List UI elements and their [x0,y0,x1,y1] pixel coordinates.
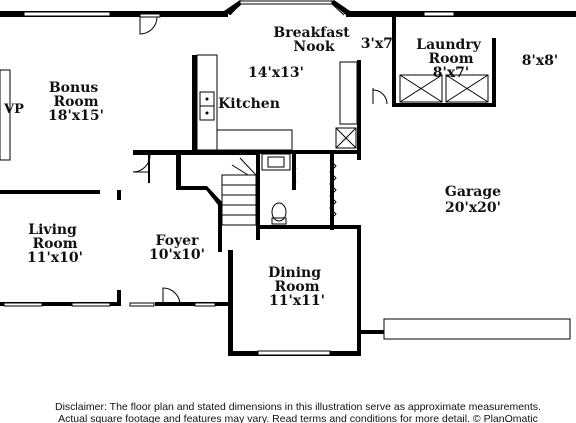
laundry-room-dims: 8'x7' [433,65,469,81]
dining-room-line-1: Dining [268,265,321,281]
dining-room-name: Dining Room [268,265,326,295]
wall-stair-angle [203,186,222,205]
wall-garage-left [357,225,361,355]
living-room-name: Living Room [28,222,81,252]
storage-3x7-dims: 3'x7' [361,36,397,52]
wall-top-left [0,11,228,17]
disclaimer: Disclaimer: The floor plan and stated di… [55,401,541,423]
living-room-line-1: Living [28,222,77,238]
laundry-room-line-2: Room [428,51,473,67]
laundry-room-line-1: Laundry [416,37,481,53]
wall-nook-right [357,60,361,160]
wall-bay-right [330,0,350,15]
garage-door [383,318,571,340]
wp-label: VP [3,102,24,117]
window-left-edge [0,69,11,161]
garage-name: Garage [445,184,501,200]
wall-laundry-bottom [392,103,496,107]
window-living-1 [3,302,43,307]
living-room-line-2: Room [32,236,77,252]
breakfast-nook-dims: 14'x13' [248,65,304,81]
room-labels: Bonus Room 18'x15' VP Kitchen Breakfast … [3,25,558,309]
garage-dims: 20'x20' [445,200,501,216]
bonus-room-dims: 18'x15' [48,108,104,124]
disclaimer-line-2: Actual square footage and features may v… [58,413,538,423]
windows [0,0,571,356]
breakfast-nook-line-1: Breakfast [273,25,350,41]
wall-closet-right [176,150,181,190]
storage-8x8-dims: 8'x8' [522,53,558,69]
window-bonus-top [23,11,111,17]
wall-bath-bottom [256,225,360,229]
bonus-room-name: Bonus Room [49,80,103,110]
living-room-dims: 11'x10' [27,250,83,266]
wall-bonus-stub [117,190,121,200]
window-dining [257,350,331,356]
kitchen-name: Kitchen [218,96,280,112]
wall-closet-top [133,150,256,155]
wall-pantry-left [330,150,334,230]
wall-laundry-left [392,17,396,107]
wall-garage-bottom-left [357,330,384,334]
bonus-room-line-1: Bonus [49,80,99,96]
wall-front-mid [117,290,121,306]
wall-front-left [0,302,120,306]
wall-bonus-bottom [0,190,100,194]
window-foyer [129,302,155,307]
window-living-2 [71,302,111,307]
wall-nook-bottom [333,150,361,154]
wall-kitchen-left [192,55,197,150]
bonus-room-line-2: Room [53,94,98,110]
fixtures [196,54,489,226]
breakfast-nook-line-2: Nook [293,39,334,55]
breakfast-nook-name: Breakfast Nook [273,25,354,55]
wall-top-right [346,11,576,17]
wall-bath-left [256,150,260,240]
foyer-dims: 10'x10' [149,247,205,263]
window-foyer-2 [194,302,216,307]
laundry-room-name: Laundry Room [416,37,485,67]
walls [0,0,576,356]
wall-bath-right [292,150,296,190]
foyer-name: Foyer [156,233,200,249]
wall-laundry-right [492,38,496,107]
window-bay [239,0,333,5]
doors [132,13,388,306]
dining-room-dims: 11'x11' [269,293,325,309]
wall-closet-bottom [176,186,206,190]
window-laundry-top [423,11,455,17]
wall-stair-left [218,202,222,252]
disclaimer-line-1: Disclaimer: The floor plan and stated di… [55,401,541,413]
dining-room-line-2: Room [274,279,319,295]
wall-bay-left [224,0,244,15]
wall-front-right [155,302,233,306]
